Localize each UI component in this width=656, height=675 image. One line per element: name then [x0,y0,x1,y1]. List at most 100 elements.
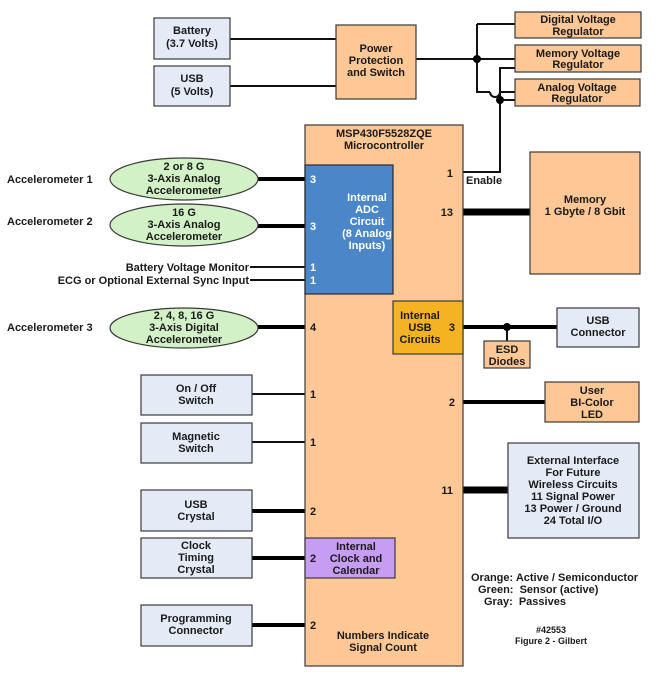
ecg-input-label: ECG or Optional External Sync Input [58,275,250,287]
accelerometer-1-label: Accelerometer 1 [7,174,93,186]
external-line: External Interface [527,455,619,467]
external-line: 13 Power / Ground [524,503,621,515]
pin-count: 2 [449,397,455,409]
accelerometer-2-oval: 16 G 3-Axis Analog Accelerometer [109,203,259,247]
pin-count: 1 [310,437,316,449]
memory-line: Memory [564,194,607,206]
usb-power-label: USB [180,73,203,85]
pin-count: 3 [310,174,316,186]
external-line: Wireless Circuits [528,479,617,491]
figure-caption: Figure 2 - Gilbert [515,636,587,646]
pin-count: 3 [310,221,316,233]
digital-reg-line: Regulator [552,26,604,38]
pin-count: 4 [310,322,317,334]
onoff-line: Switch [178,395,214,407]
led-box: User BI-Color LED [544,381,640,423]
memory-box: Memory 1 Gbyte / 8 Gbit [529,151,641,275]
battery-voltage: (3.7 Volts) [166,38,218,50]
accelerometer-2-label: Accelerometer 2 [7,216,93,228]
adc-line: (8 Analog [342,228,392,240]
memory-reg-line: Memory Voltage [536,48,620,60]
pin-count: 1 [310,275,316,287]
legend-orange: Orange: Active / Semiconductor [471,572,639,584]
accel3-line: 3-Axis Digital [149,322,219,334]
accel1-line: Accelerometer [146,185,223,197]
esd-line: Diodes [489,356,526,368]
wire-enable [463,100,501,173]
programming-line: Programming [160,613,232,625]
usb-power-box: USB (5 Volts) [153,65,231,107]
protection-line: Power [359,43,393,55]
digital-regulator-box: Digital Voltage Regulator [514,11,642,39]
programming-line: Connector [169,625,225,637]
accelerometer-3-oval: 2, 4, 8, 16 G 3-Axis Digital Acceleromet… [109,307,259,349]
esd-diodes-box: ESD Diodes [483,340,531,369]
pin-count: 2 [310,506,316,518]
figure-number: #42553 [536,625,566,635]
clock-line: Clock and [330,553,383,565]
usb-circuits-line: USB [408,322,431,334]
clock-line: Internal [336,541,376,553]
clock-crystal-box: Clock Timing Crystal [140,537,253,579]
external-line: For Future [546,467,601,479]
magnetic-switch-box: Magnetic Switch [140,422,253,464]
memory-reg-line: Regulator [552,59,604,71]
accel1-line: 3-Axis Analog [148,173,221,185]
mcu-type: Microcontroller [344,140,425,152]
wire-analog-reg-hop [489,91,515,98]
pin-count: 1 [310,389,316,401]
pin-count: 1 [447,168,453,180]
wire-memory-reg [499,67,515,101]
usb-crystal-line: Crystal [177,511,214,523]
analog-reg-line: Regulator [551,93,603,105]
pin-count: 3 [449,322,455,334]
usb-crystal-line: USB [184,499,207,511]
adc-line: Circuit [350,216,385,228]
protection-line: Protection [349,55,404,67]
adc-line: ADC [355,204,379,216]
analog-regulator-box: Analog Voltage Regulator [514,78,641,107]
battery-label: Battery [173,25,212,37]
pin-count: 1 [310,262,316,274]
junction-dot [473,55,481,63]
analog-reg-line: Analog Voltage [537,82,616,94]
led-line: User [580,385,605,397]
onoff-switch-box: On / Off Switch [140,374,253,416]
battery-monitor-label: Battery Voltage Monitor [126,262,250,274]
accel2-line: 3-Axis Analog [148,219,221,231]
adc-line: Internal [347,192,387,204]
accel3-line: Accelerometer [146,334,223,346]
pin-count: 2 [310,553,316,565]
onoff-line: On / Off [176,383,217,395]
memory-regulator-box: Memory Voltage Regulator [514,44,642,73]
legend-gray: Gray: Passives [484,596,566,608]
digital-reg-line: Digital Voltage [540,14,616,26]
usb-connector-line: USB [586,315,609,327]
accel2-line: Accelerometer [146,231,223,243]
color-legend: Orange: Active / Semiconductor Green: Se… [471,572,639,608]
memory-line: 1 Gbyte / 8 Gbit [545,206,626,218]
external-line: 11 Signal Power [531,491,615,503]
usb-connector-box: USB Connector [556,307,640,348]
mcu-part-number: MSP430F5528ZQE [336,128,432,140]
clock-calendar-block: Internal Clock and Calendar [304,537,396,579]
signal-count-note: Numbers Indicate [337,630,429,642]
accel2-line: 16 G [172,207,196,219]
enable-label: Enable [466,175,502,187]
protection-line: and Switch [347,67,405,79]
junction-dot [496,96,504,104]
accelerometer-1-oval: 2 or 8 G 3-Axis Analog Accelerometer [109,157,259,201]
pin-count: 13 [441,207,453,219]
clock-crystal-line: Clock [181,540,212,552]
usb-circuits-block: Internal USB Circuits [392,300,464,355]
magnetic-line: Switch [178,443,214,455]
signal-count-note: Signal Count [349,642,417,654]
usb-circuits-line: Internal [400,310,440,322]
adc-line: Inputs) [349,240,386,252]
adc-block: Internal ADC Circuit (8 Analog Inputs) [304,164,394,295]
led-line: BI-Color [570,397,614,409]
wire-reg-bus [476,24,490,93]
clock-crystal-line: Timing [178,552,214,564]
usb-crystal-box: USB Crystal [140,489,253,532]
